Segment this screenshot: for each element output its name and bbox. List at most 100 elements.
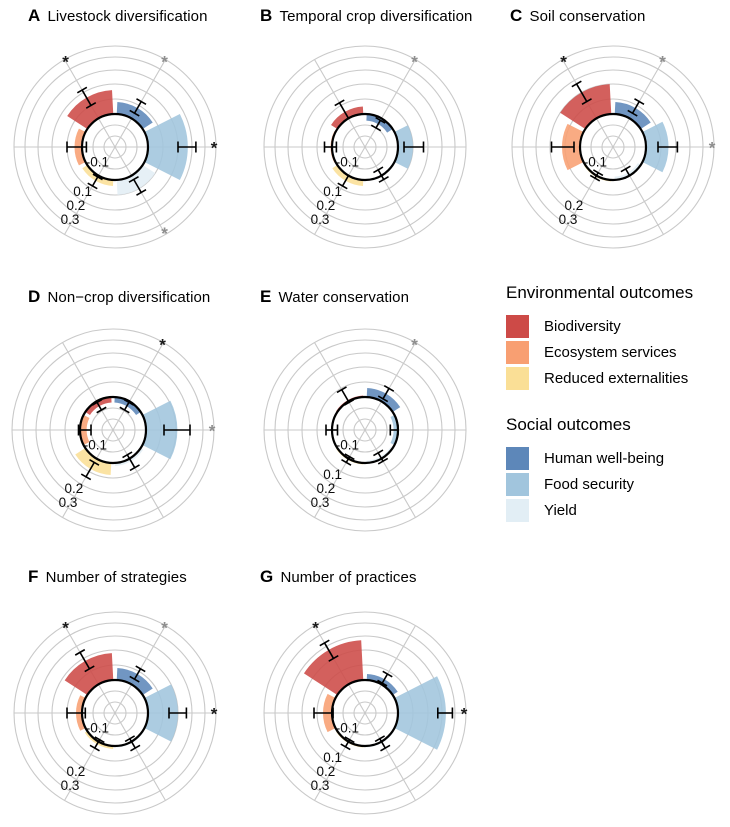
polar-chart-livestock-diversification: ****-0.10.10.20.3 xyxy=(13,45,218,249)
error-bar-cap xyxy=(620,165,631,173)
axis-spoke xyxy=(364,625,416,714)
legend-label-food-security: Food security xyxy=(544,475,635,493)
radial-tick-label: 0.3 xyxy=(559,212,578,227)
error-bar-stem xyxy=(133,101,142,114)
error-bar-cap xyxy=(337,182,348,190)
radial-tick-label: 0.2 xyxy=(66,198,85,213)
legend-item-reduced-externalities: Reduced externalities xyxy=(506,365,730,391)
panel-a-letter: A xyxy=(28,6,41,25)
axis-spoke xyxy=(114,712,166,801)
error-bar-cap xyxy=(627,109,638,117)
error-bar-stem xyxy=(375,119,382,129)
radial-tick-label: 0.2 xyxy=(564,198,583,213)
axis-spoke xyxy=(562,146,614,235)
error-bar-cap xyxy=(87,182,98,190)
significance-asterisk-biodiversity: * xyxy=(62,53,69,72)
error-bar-cap xyxy=(130,744,141,752)
error-bar-stem xyxy=(341,175,350,187)
error-bar-biodiversity xyxy=(336,386,355,406)
error-bar-cap xyxy=(136,98,147,105)
error-bar-cap xyxy=(96,406,107,414)
error-bar-biodiversity xyxy=(334,99,354,122)
error-bar-stem xyxy=(133,668,142,680)
error-bar-cap xyxy=(123,398,135,406)
axis-spoke xyxy=(62,342,114,431)
error-bar-yield xyxy=(128,176,147,196)
polar-chart-soil-conservation: ***-0.10.20.3 xyxy=(511,45,716,249)
zero-baseline-circle xyxy=(578,112,648,182)
error-bar-human-well-being xyxy=(129,665,146,683)
significance-asterisk-food-security: * xyxy=(211,704,218,723)
error-bar-stem xyxy=(91,176,99,187)
error-bar-human-well-being xyxy=(129,98,147,117)
error-bar-cap xyxy=(328,654,339,662)
error-bar-cap xyxy=(343,114,354,122)
significance-asterisk-food-security: * xyxy=(209,421,216,440)
error-bar-cap xyxy=(129,464,140,472)
bar-food-security xyxy=(144,113,188,181)
error-bar-biodiversity xyxy=(76,86,97,109)
error-bar-cap xyxy=(84,665,95,673)
error-bar-stem xyxy=(133,179,142,193)
error-bar-reduced-externalities xyxy=(340,736,355,751)
error-bar-ecosystem-services xyxy=(323,141,338,153)
panel-b-letter: B xyxy=(260,6,273,25)
significance-asterisk-food-security: * xyxy=(461,704,468,723)
significance-asterisk-human-well-being: * xyxy=(161,53,168,72)
radial-tick-label: -0.1 xyxy=(336,438,359,453)
panel-g-letter: G xyxy=(260,567,274,586)
error-bar-cap xyxy=(382,670,393,678)
legend-environmental-title: Environmental outcomes xyxy=(506,283,694,302)
radial-tick-label: 0.3 xyxy=(61,212,80,227)
error-bar-reduced-externalities xyxy=(80,459,100,481)
error-bar-yield xyxy=(124,735,141,752)
error-bar-cap xyxy=(336,386,347,394)
error-bar-cap xyxy=(89,744,100,752)
error-bar-cap xyxy=(344,736,355,744)
bar-food-security xyxy=(144,684,179,742)
significance-asterisk-human-well-being: * xyxy=(159,336,166,355)
error-bar-reduced-externalities xyxy=(89,736,105,752)
error-bar-human-well-being xyxy=(627,98,645,117)
error-bar-cap xyxy=(377,679,388,687)
axis-spoke xyxy=(364,342,416,431)
radial-tick-label: 0.2 xyxy=(64,481,83,496)
bar-food-security xyxy=(142,400,178,460)
error-bar-cap xyxy=(343,398,355,406)
error-bar-cap xyxy=(380,744,391,752)
error-bar-cap xyxy=(340,743,351,751)
error-bar-stem xyxy=(344,739,351,748)
bar-yield xyxy=(116,164,156,195)
panel-e-letter: E xyxy=(260,287,272,306)
radial-tick-label: 0.1 xyxy=(323,750,342,765)
panel-f-title-text: Number of strategies xyxy=(45,569,187,586)
error-bar-cap xyxy=(383,384,395,392)
error-bar-yield xyxy=(620,165,635,180)
radial-tick-label: 0.2 xyxy=(316,764,335,779)
error-bar-cap xyxy=(129,675,140,683)
error-bar-cap xyxy=(91,398,103,406)
error-bar-stem xyxy=(126,454,136,469)
bar-human-well-being xyxy=(116,668,153,696)
axis-spoke xyxy=(314,429,366,518)
error-bar-stem xyxy=(377,169,385,180)
radial-tick-label: -0.1 xyxy=(86,721,109,736)
legend-label-reduced-externalities: Reduced externalities xyxy=(544,369,689,387)
error-bar-yield xyxy=(373,449,389,465)
radial-tick-label: 0.3 xyxy=(311,495,330,510)
error-bar-cap xyxy=(378,176,389,183)
error-bar-ecosystem-services xyxy=(313,707,334,719)
error-bar-stem xyxy=(575,83,588,102)
error-bar-cap xyxy=(74,648,86,656)
error-bar-reduced-externalities xyxy=(341,453,355,466)
error-bar-food-security xyxy=(437,707,454,719)
error-bar-yield xyxy=(374,735,391,752)
axis-spoke xyxy=(314,712,366,801)
axis-spoke xyxy=(364,429,416,518)
axis-spoke xyxy=(314,342,366,431)
radial-tick-label: -0.1 xyxy=(584,155,607,170)
panel-b-title-text: Temporal crop diversification xyxy=(279,8,473,25)
